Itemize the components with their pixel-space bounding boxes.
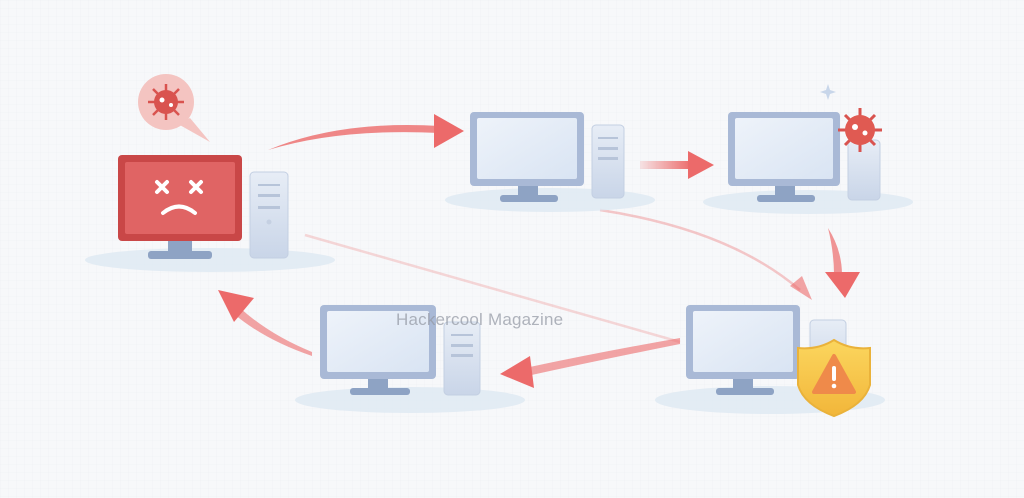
dead-face-icon [155, 180, 203, 215]
watermark-text: Hackercool Magazine [396, 310, 564, 329]
virus-icon [838, 108, 882, 152]
arrow-infected-to-computer-2 [268, 114, 464, 150]
faint-link-line [304, 233, 681, 344]
tower-icon [249, 171, 289, 259]
warning-shield-icon [797, 338, 871, 418]
computer-5 [295, 305, 525, 413]
virus-speech-bubble-icon [138, 74, 210, 142]
faint-link-arrow [599, 208, 801, 291]
computer-3 [703, 84, 913, 214]
computer-2 [445, 112, 655, 212]
arrow-computer-5-to-infected [218, 290, 312, 356]
arrow-computer-3-to-4 [825, 228, 860, 298]
infected-computer [85, 74, 335, 272]
faint-arrowhead [790, 276, 812, 300]
computer-4 [655, 305, 885, 418]
sparkle-icon [820, 84, 836, 100]
arrow-computer-4-to-5 [500, 338, 680, 388]
arrow-computer-2-to-3 [640, 151, 714, 179]
infected-screen [125, 162, 235, 234]
